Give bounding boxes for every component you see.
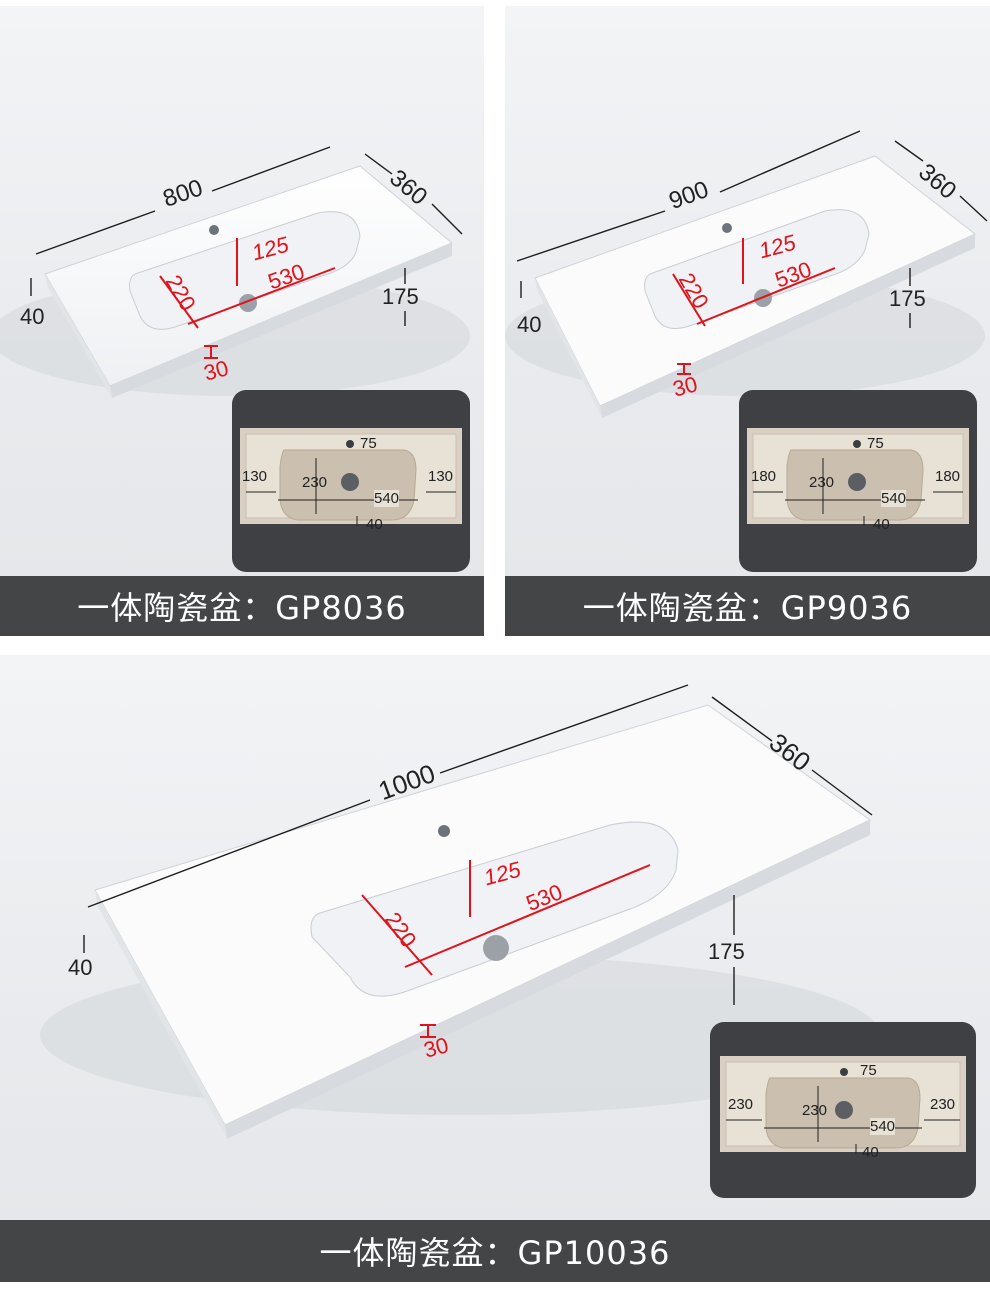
inset-left: 130 [242, 468, 268, 485]
inset-depth: 230 [809, 474, 835, 491]
bottom-view-inset: 75 130 130 230 540 40 [232, 390, 470, 572]
sink-illustration [505, 130, 988, 418]
inset-bottom: 40 [862, 1144, 879, 1161]
inset-bottom: 40 [873, 516, 890, 533]
inset-left: 180 [751, 468, 777, 485]
sink-illustration [0, 146, 470, 398]
inset-width: 540 [881, 490, 907, 507]
dim-thickness: 40 [20, 304, 45, 329]
product-caption: 一体陶瓷盆：GP10036 [0, 1220, 990, 1282]
dim-height: 175 [889, 286, 926, 311]
product-caption: 一体陶瓷盆：GP9036 [505, 576, 990, 636]
inset-right: 180 [935, 468, 961, 485]
inset-top: 75 [860, 1062, 877, 1079]
bottom-view-diagram [720, 1056, 966, 1154]
inset-depth: 230 [802, 1102, 828, 1119]
bottom-view-inset: 75 230 230 230 540 40 [710, 1022, 976, 1198]
inset-right: 230 [930, 1096, 956, 1113]
dim-thickness: 40 [517, 312, 542, 337]
inset-right: 130 [428, 468, 454, 485]
inset-depth: 230 [302, 474, 328, 491]
inset-width: 540 [870, 1118, 896, 1135]
dim-thickness: 40 [68, 955, 93, 980]
dim-height: 175 [708, 939, 745, 964]
inset-top: 75 [360, 435, 377, 452]
inset-left: 230 [728, 1096, 754, 1113]
product-panel-gp9036: 900 360 40 175 125 530 220 30 75 180 180… [505, 6, 990, 636]
bottom-view-diagram [240, 428, 462, 526]
inset-width: 540 [374, 490, 400, 507]
bottom-view-inset: 75 180 180 230 540 40 [739, 390, 977, 572]
product-panel-gp8036: 800 360 40 175 125 530 220 30 75 130 130… [0, 6, 484, 636]
inset-bottom: 40 [366, 516, 383, 533]
product-caption: 一体陶瓷盆：GP8036 [0, 576, 484, 636]
inset-top: 75 [867, 435, 884, 452]
bottom-view-diagram [747, 428, 969, 526]
dim-height: 175 [382, 284, 419, 309]
product-panel-gp10036: 1000 360 40 175 125 530 220 30 75 230 23… [0, 655, 990, 1282]
sink-illustration [40, 684, 880, 1139]
